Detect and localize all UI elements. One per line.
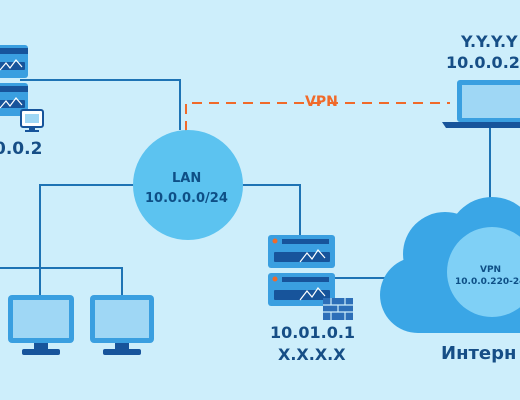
- laptop-public-ip-label: Y.Y.Y.Y: [461, 32, 518, 51]
- server-left-icon: [0, 45, 28, 116]
- mini-monitor-icon: [20, 109, 44, 132]
- link-server-to-lan: [20, 79, 181, 130]
- connection-lines: [0, 79, 491, 295]
- monitor-right-icon: [90, 295, 154, 355]
- firewall-icon: [323, 298, 353, 320]
- vpn-dashed-link: [185, 102, 450, 131]
- server-public-ip-label: X.X.X.X: [278, 345, 346, 364]
- lan-name-label: LAN: [172, 171, 202, 186]
- link-lan-to-monitors: [0, 184, 145, 269]
- cloud-vpn-label: VPN: [480, 265, 502, 275]
- internet-label: Интерн: [441, 343, 517, 364]
- vpn-link-label: VPN: [305, 94, 338, 110]
- link-lan-to-server-right: [235, 184, 301, 235]
- cloud-vpn-circle: [447, 227, 520, 317]
- laptop-ip-label: 10.0.0.22: [446, 53, 520, 72]
- server-left-ip-label: 0.0.2: [0, 139, 43, 159]
- cloud-vpn-range-label: 10.0.0.220-24: [455, 277, 520, 287]
- server-right-icon: [268, 235, 335, 306]
- lan-circle: [133, 130, 243, 240]
- cloud-icon: [380, 197, 520, 333]
- server-ip-label: 10.01.0.1: [270, 323, 356, 342]
- link-monitor-row: [40, 267, 123, 295]
- laptop-icon: [442, 80, 520, 128]
- lan-cidr-label: 10.0.0.0/24: [145, 191, 228, 206]
- monitor-left-icon: [8, 295, 74, 355]
